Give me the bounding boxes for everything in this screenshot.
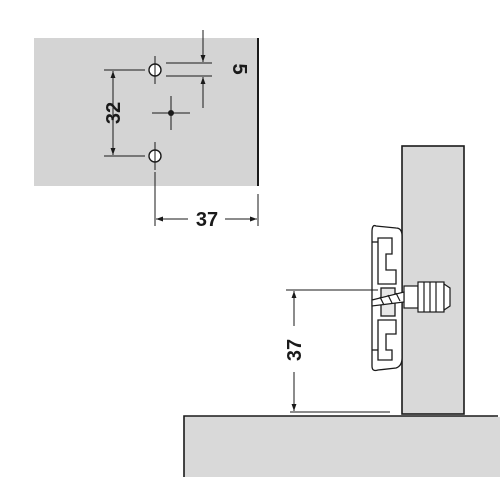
cabinet-side-panel xyxy=(401,145,465,415)
hole-spacing-label: 32 xyxy=(103,102,125,124)
center-lines xyxy=(152,56,190,170)
drilling-pattern-view: 32 5 37 xyxy=(34,30,259,231)
edge-distance-dimension xyxy=(154,172,259,226)
height-label: 37 xyxy=(284,339,306,361)
mounting-plate-area xyxy=(34,38,258,186)
mounting-view: 37 xyxy=(183,145,500,477)
offset-label: 5 xyxy=(228,63,250,74)
offset-dimension xyxy=(166,30,212,108)
hole-spacing-dimension xyxy=(104,69,145,157)
screw xyxy=(371,281,451,313)
edge-distance-label: 37 xyxy=(196,209,218,231)
